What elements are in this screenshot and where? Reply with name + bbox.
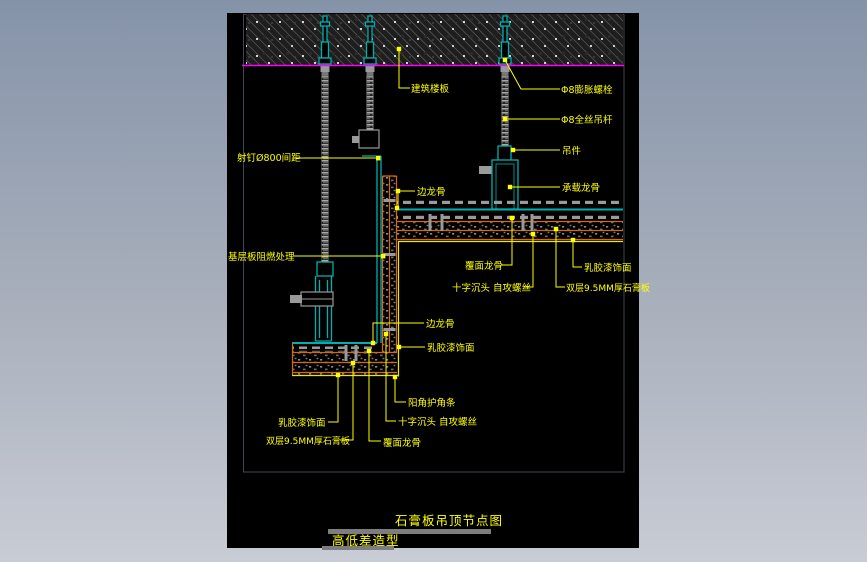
label-expansion-bolt: Φ8膨胀螺栓: [561, 84, 613, 96]
lower-hanger-assembly: [290, 261, 334, 342]
label-furring-channel-upper: 覆面龙骨: [465, 260, 503, 272]
subtitle-underline-bar: [322, 546, 394, 550]
label-nail-spacing: 射钉Ø800间距: [237, 152, 301, 164]
label-full-thread-rod: Φ8全丝吊杆: [561, 114, 613, 126]
label-building-slab: 建筑楼板: [411, 83, 450, 95]
label-hanger-clip: 吊件: [562, 145, 582, 157]
label-latex-paint-upper: 乳胶漆饰面: [584, 262, 632, 274]
label-carrier-channel: 承载龙骨: [562, 182, 600, 194]
label-gypsum-board-lower: 双层9.5MM厚石膏板: [266, 435, 350, 447]
label-latex-paint-lower: 乳胶漆饰面: [278, 417, 326, 429]
lower-ceiling: [291, 342, 399, 377]
label-latex-paint-mid: 乳胶漆饰面: [427, 342, 475, 354]
concrete-slab: [246, 14, 623, 65]
title-underline-bar: [328, 529, 491, 534]
label-screws-upper: 十字沉头 自攻螺丝: [452, 282, 531, 294]
label-furring-channel-lower: 覆面龙骨: [383, 437, 421, 449]
label-gypsum-board-upper: 双层9.5MM厚石膏板: [566, 282, 650, 294]
model-space-canvas: [227, 13, 639, 548]
label-corner-bead: 阳角护角条: [408, 397, 456, 409]
title-block: 石膏板吊顶节点图 高低差造型: [322, 513, 503, 550]
drawing-title: 石膏板吊顶节点图: [395, 513, 503, 528]
bulkhead-face: [381, 175, 400, 377]
upper-ceiling: [395, 200, 623, 243]
hanger-rod-2: [366, 75, 374, 133]
label-edge-channel-lower: 边龙骨: [426, 318, 455, 330]
annotations: 射钉Ø800间距 基层板阻燃处理 建筑楼板 Φ8膨胀螺栓 Φ8全丝吊杆 吊件 承…: [228, 46, 650, 449]
label-edge-channel-upper: 边龙骨: [417, 186, 446, 198]
drawing-subtitle: 高低差造型: [332, 533, 400, 548]
label-screws-lower: 十字沉头 自攻螺丝: [398, 416, 477, 428]
hanger-rod-1: [321, 75, 329, 267]
hanger-rod-3: [501, 75, 509, 147]
label-base-board-fire-treatment: 基层板阻燃处理: [228, 251, 295, 263]
